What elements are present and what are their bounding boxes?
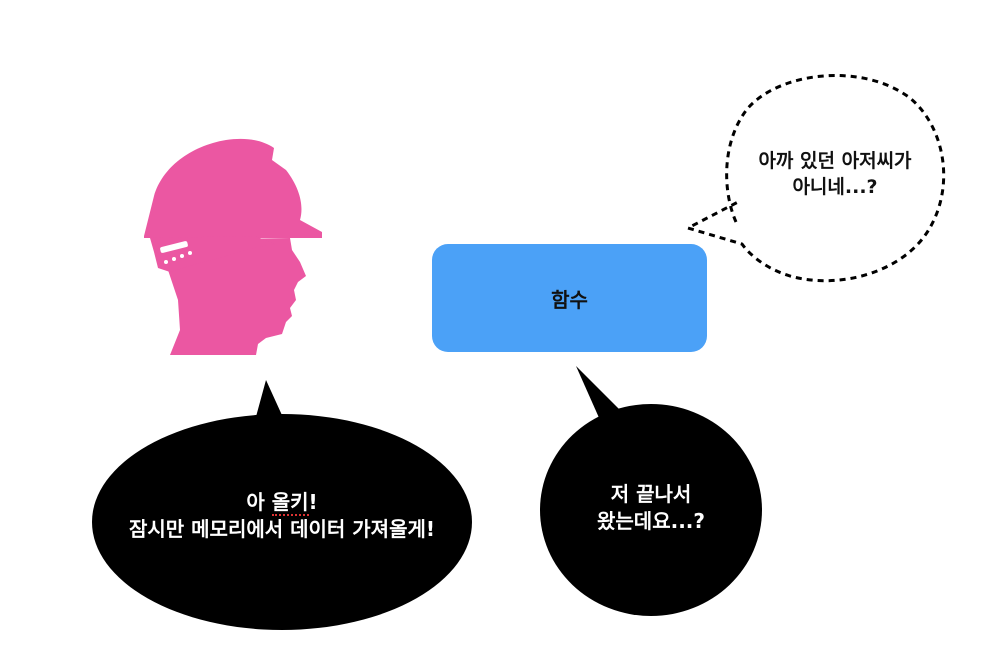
function-speech-text: 저 끝나서 왔는데요...?: [540, 470, 762, 546]
thought-line-2: 아니네...?: [792, 176, 878, 198]
function-speech-line-1: 저 끝나서: [610, 482, 692, 506]
helmet-band-slot: [160, 241, 188, 253]
worker-speech-line-1: 아 올키!: [246, 490, 318, 516]
helmet-band-holes: [164, 251, 192, 264]
function-speech-bubble: [540, 366, 762, 616]
worker-head: [168, 238, 306, 355]
worker-speech-bubble: [92, 380, 472, 630]
helmet-shell: [144, 138, 322, 238]
thought-bubble: [684, 73, 946, 283]
function-box: 함수: [432, 244, 707, 352]
thought-line-1: 아까 있던 아저씨가: [758, 150, 912, 173]
function-speech-line-2: 왔는데요...?: [597, 509, 705, 533]
spellcheck-underlined-word: 올키: [271, 490, 309, 516]
worker-speech-line-2: 잠시만 메모리에서 데이터 가져올게!: [128, 517, 435, 541]
thought-text: 아까 있던 아저씨가 아니네...?: [722, 138, 948, 212]
worker-helmet-head-icon: [144, 138, 322, 355]
worker-speech-text: 아 올키! 잠시만 메모리에서 데이터 가져올게!: [92, 478, 472, 554]
function-box-label: 함수: [551, 287, 588, 312]
